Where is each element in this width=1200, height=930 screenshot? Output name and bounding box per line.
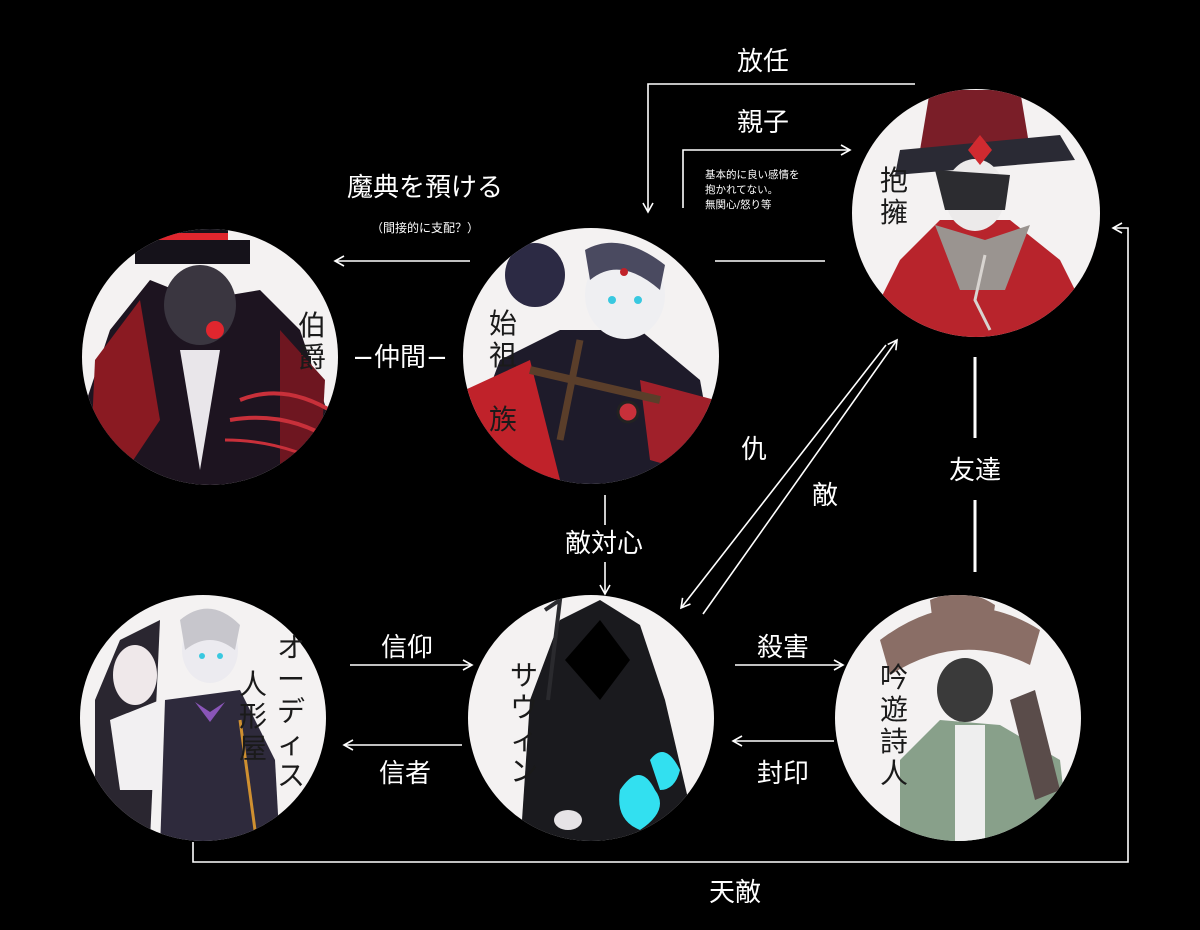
- relation-tomodachi: 友達: [949, 357, 1001, 572]
- ginyuu-name-0: 吟: [880, 661, 908, 694]
- label-teki: 敵: [812, 481, 838, 511]
- sauin-portrait: [520, 595, 700, 841]
- sauin-name-3: ン: [510, 755, 538, 788]
- character-sauin[interactable]: サ ウ ィ ン: [468, 595, 714, 850]
- relation-maten: 魔典を預ける （間接的に支配？）: [333, 173, 825, 267]
- label-shinkou: 信仰: [381, 633, 433, 663]
- ginyuu-name-1: 遊: [880, 693, 908, 726]
- label-tenteki: 天敵: [709, 878, 761, 908]
- shiso-name-2: 血: [489, 371, 517, 404]
- sauin-name-0: サ: [510, 659, 538, 692]
- character-houyou[interactable]: 抱 擁: [852, 89, 1100, 340]
- odis-name-2: デ: [277, 695, 305, 728]
- odis-second-2: 屋: [239, 732, 267, 765]
- houyou-name-0: 抱: [880, 164, 908, 197]
- label-fuuin: 封印: [757, 759, 809, 789]
- odis-name-1: ー: [277, 663, 305, 696]
- hakushaku-name-0: 伯: [298, 309, 326, 342]
- shiso-name-3: 族: [489, 403, 517, 436]
- relation-tekitaishin: 敵対心: [565, 495, 643, 596]
- ginyuu-name-3: 人: [880, 757, 908, 790]
- character-shiso[interactable]: 始 祖 血 族: [463, 228, 720, 490]
- odis-name-3: ィ: [277, 727, 305, 760]
- ginyuu-portrait: [880, 595, 1070, 841]
- label-shinja: 信者: [379, 759, 431, 789]
- note-line-2: 無関心/怒り等: [705, 198, 772, 211]
- label-kyu: 仇: [741, 435, 767, 465]
- character-ginyuu[interactable]: 吟 遊 詩 人: [835, 594, 1081, 850]
- relation-houni: 放任: [642, 47, 915, 214]
- shiso-name-0: 始: [489, 307, 517, 340]
- sauin-name-1: ウ: [510, 691, 538, 724]
- relation-nakama: −仲間−: [352, 343, 448, 373]
- label-oyako: 親子: [737, 108, 789, 138]
- sauin-name-2: ィ: [510, 723, 538, 756]
- odis-second-0: 人: [239, 668, 267, 701]
- note-line-1: 抱かれてない。: [705, 183, 778, 196]
- odis-second-1: 形: [239, 700, 267, 733]
- label-satsugai: 殺害: [757, 633, 809, 663]
- character-odis[interactable]: オ ー デ ィ ス 人 形 屋: [80, 595, 326, 850]
- houyou-name-1: 擁: [880, 196, 908, 229]
- relation-oyako: 親子 基本的に良い感情を 抱かれてない。 無関心/怒り等: [682, 108, 852, 211]
- label-tomodachi: 友達: [949, 456, 1001, 486]
- odis-portrait: [95, 608, 280, 841]
- relation-satsugai: 殺害: [735, 633, 845, 671]
- label-maten: 魔典を預ける: [347, 173, 503, 203]
- label-maten-sub: （間接的に支配？）: [371, 220, 479, 235]
- hakushaku-name-1: 爵: [298, 341, 326, 374]
- relation-shinja: 信者: [342, 739, 462, 789]
- label-nakama: −仲間−: [352, 343, 448, 373]
- ginyuu-name-2: 詩: [880, 725, 908, 758]
- odis-name-0: オ: [277, 631, 305, 664]
- odis-name-4: ス: [277, 759, 305, 792]
- shiso-name-1: 祖: [489, 339, 517, 372]
- relation-tenteki: 天敵: [192, 222, 1129, 908]
- relation-kyu-teki: 仇 敵: [679, 338, 898, 615]
- label-tekitaishin: 敵対心: [565, 529, 643, 559]
- label-houni: 放任: [737, 47, 789, 77]
- relation-fuuin: 封印: [731, 735, 834, 789]
- character-hakushaku[interactable]: 伯 爵: [80, 195, 345, 490]
- note-line-0: 基本的に良い感情を: [705, 168, 800, 181]
- relation-shinkou: 信仰: [350, 633, 474, 671]
- houyou-portrait: [860, 90, 1100, 337]
